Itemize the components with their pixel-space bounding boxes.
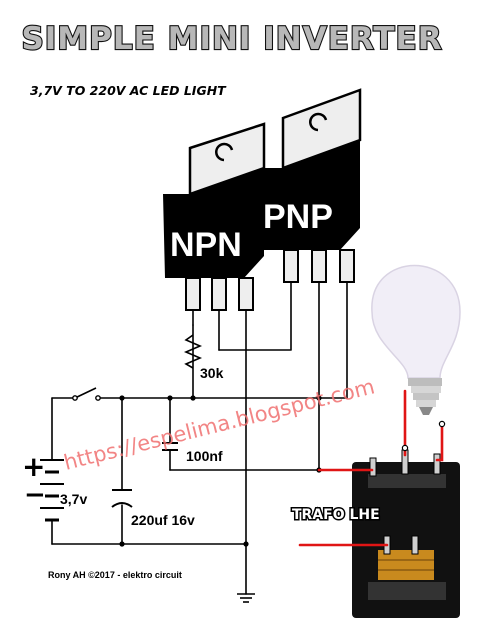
transformer-core-top: [368, 474, 446, 488]
capacitor-small-label: 100nf: [186, 448, 223, 464]
author-credit: Rony AH ©2017 - elektro circuit: [48, 570, 182, 580]
npn-pin-1: [185, 277, 201, 311]
capacitor-220uf: 220uf 16v: [111, 489, 195, 528]
bulb-thread-1: [411, 386, 441, 393]
bulb-thread-3: [416, 400, 436, 407]
page-subtitle: 3,7V TO 220V AC LED LIGHT: [30, 83, 227, 98]
npn-label: NPN: [170, 226, 242, 264]
capacitor-100nf: 100nf: [162, 442, 223, 464]
output-terminals: [401, 420, 446, 452]
power-switch: [72, 387, 101, 401]
pnp-pin-3: [339, 249, 355, 283]
transformer-core-bottom: [368, 582, 446, 600]
bulb-collar: [408, 378, 442, 386]
battery: + − 3,7v: [22, 450, 87, 522]
bulb-thread-2: [413, 393, 439, 400]
npn-pin-2: [211, 277, 227, 311]
junction-dots: [119, 395, 322, 547]
transformer-label: TRAFO LHE: [292, 507, 380, 523]
resistor-30k: 30k: [183, 334, 224, 381]
transformer-winding: [378, 550, 434, 580]
transformer-pin-3: [433, 453, 441, 475]
transformer-pin-1: [369, 457, 377, 477]
pnp-label: PNP: [263, 198, 333, 236]
led-bulb-icon: [371, 264, 461, 415]
pnp-transistor: PNP: [256, 88, 362, 283]
resistor-label: 30k: [200, 365, 224, 381]
transformer-pin-5: [411, 535, 419, 555]
pnp-pin-2: [311, 249, 327, 283]
pnp-pin-1: [283, 249, 299, 283]
npn-transistor: NPN: [163, 122, 266, 311]
npn-pin-3: [238, 277, 254, 311]
bulb-tip: [419, 407, 433, 415]
ground-icon: [237, 593, 255, 603]
battery-plus-sign: +: [22, 450, 45, 483]
capacitor-large-label: 220uf 16v: [131, 512, 195, 528]
battery-minus-sign: −: [24, 480, 46, 510]
transformer: [352, 449, 460, 618]
battery-voltage-label: 3,7v: [60, 491, 87, 507]
pnp-body: [256, 140, 360, 250]
page-title: SIMPLE MINI INVERTER: [21, 21, 442, 57]
bulb-glass: [371, 264, 461, 379]
npn-body: [163, 168, 264, 278]
circuit-wires: [51, 281, 361, 595]
pnp-mounting-hole-icon: [309, 112, 328, 132]
npn-mounting-hole-icon: [215, 142, 234, 162]
